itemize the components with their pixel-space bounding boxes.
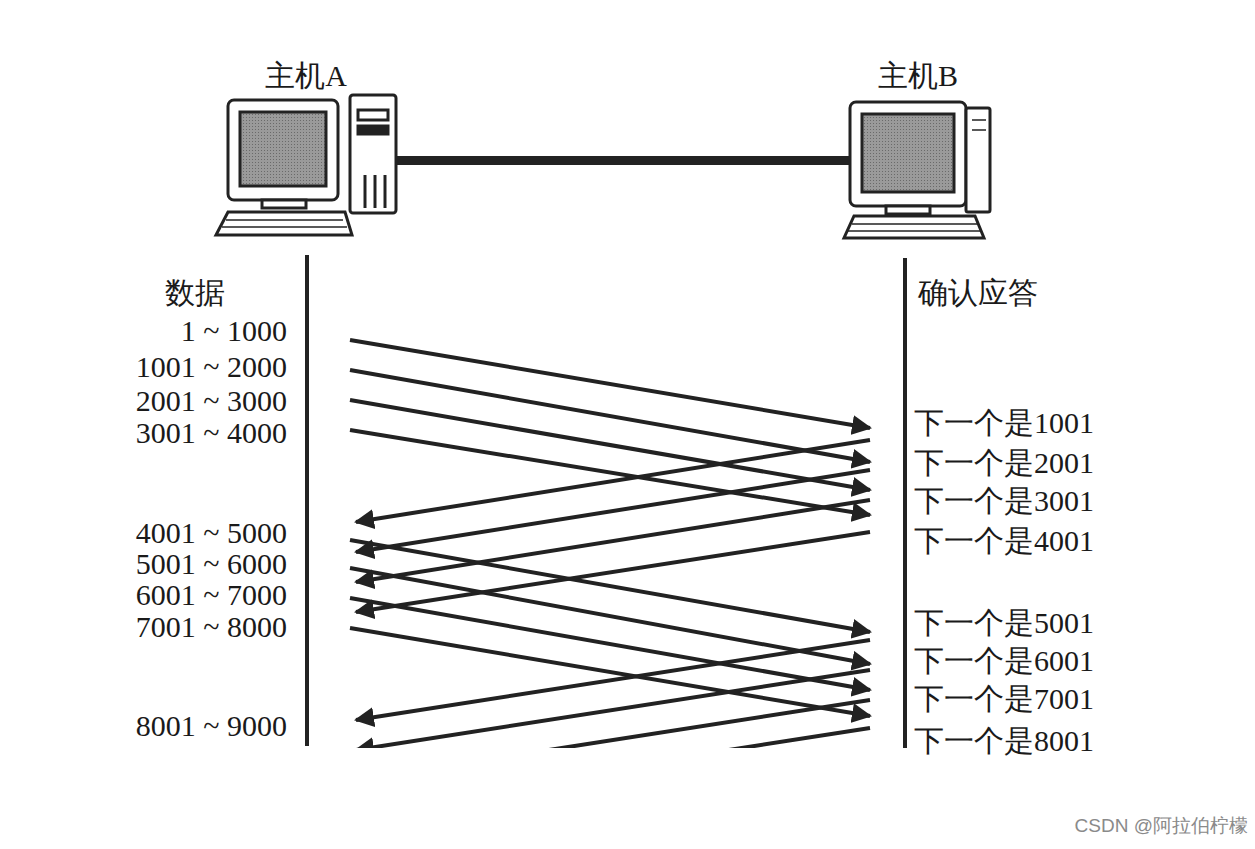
ack-text: 下一个是5001	[914, 606, 1094, 639]
host-name: 主机A	[265, 59, 347, 92]
column-heading: 数据	[165, 276, 225, 309]
message-arrows	[350, 340, 870, 748]
data-range: 1 ~ 1000	[181, 314, 287, 347]
watermark: CSDN @阿拉伯柠檬	[1075, 816, 1248, 837]
data-range: 4001 ~ 5000	[136, 516, 287, 549]
computer-a	[216, 95, 396, 235]
computer-b	[844, 102, 990, 238]
ack-text: 下一个是2001	[914, 446, 1094, 479]
host-name: 主机B	[878, 59, 958, 92]
ack-text: 下一个是6001	[914, 644, 1094, 677]
cable	[392, 156, 854, 165]
ack-text: 下一个是8001	[914, 724, 1094, 757]
ack-text: 下一个是7001	[914, 682, 1094, 715]
data-range: 3001 ~ 4000	[136, 416, 287, 449]
data-range: 7001 ~ 8000	[136, 610, 287, 643]
ack-text: 下一个是3001	[914, 484, 1094, 517]
data-range: 1001 ~ 2000	[136, 350, 287, 383]
ack-text: 下一个是1001	[914, 406, 1094, 439]
data-range: 5001 ~ 6000	[136, 547, 287, 580]
timeline-a	[305, 255, 309, 746]
data-range: 8001 ~ 9000	[136, 709, 287, 742]
column-heading: 确认应答	[918, 276, 1038, 309]
data-range: 6001 ~ 7000	[136, 578, 287, 611]
ack-text: 下一个是4001	[914, 524, 1094, 557]
timeline-b	[903, 258, 907, 748]
data-range: 2001 ~ 3000	[136, 384, 287, 417]
